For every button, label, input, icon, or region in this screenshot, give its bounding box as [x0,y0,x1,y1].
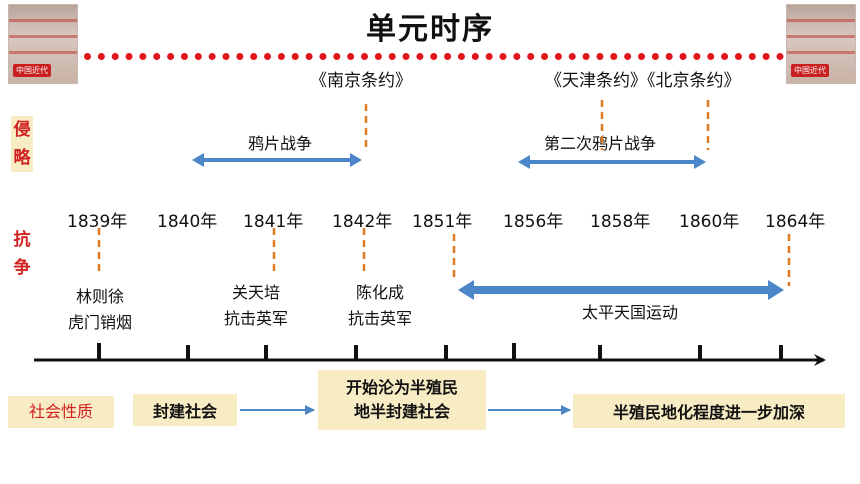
arrow-head [458,280,474,300]
thumbnail-left: 中国近代 [8,4,78,84]
stage-line: 开始沦为半殖民 [345,378,458,397]
war-opium: 鸦片战争 [248,134,313,153]
timeline-ticks [97,343,783,360]
arrow-head [768,280,784,300]
arrow-head [350,153,362,167]
event-line: 林则徐 [75,287,124,306]
label-invasion-char: 侵 [13,120,31,140]
event-taiping: 太平天国运动 [581,303,678,322]
year-label: 1840年 [157,212,218,232]
event-line: 虎门销烟 [67,313,132,332]
label-invasion: 侵 略 [11,116,33,172]
year-label: 1856年 [503,212,564,232]
event-line: 抗击英军 [223,309,288,328]
label-social-nature: 社会性质 [8,396,114,428]
event-line: 陈化成 [355,283,404,302]
arrow-head [694,155,706,169]
label-resistance-char: 抗 [13,230,31,250]
label-resistance-char: 争 [13,258,31,278]
treaty-tianjin-beijing: 《天津条约》《北京条约》 [545,71,741,91]
label-resistance: 抗 争 [11,226,33,282]
war-second-opium: 第二次鸦片战争 [544,134,657,153]
dotted-divider [84,53,784,60]
event-line: 关天培 [231,283,280,302]
logo-badge: 中国近代 [791,64,829,77]
year-label: 1860年 [679,212,740,232]
event-guan-tianpei: 关天培 抗击英军 [212,280,300,332]
year-label: 1864年 [765,212,826,232]
stage-line: 地半封建社会 [353,402,450,421]
arrow-head [518,155,530,169]
arrow-head [192,153,204,167]
treaty-nanjing: 《南京条约》 [310,71,412,91]
year-label: 1839年 [67,212,128,232]
logo-badge: 中国近代 [13,64,51,77]
event-lin-zexu: 林则徐 虎门销烟 [58,284,142,336]
stage-feudal: 封建社会 [133,394,237,426]
year-label: 1842年 [332,212,393,232]
year-label: 1851年 [412,212,473,232]
stage-semi-colonial-begin: 开始沦为半殖民 地半封建社会 [318,370,486,430]
event-chen-huacheng: 陈化成 抗击英军 [336,280,424,332]
page-title: 单元时序 [366,12,494,47]
event-line: 抗击英军 [347,309,412,328]
year-label: 1841年 [243,212,304,232]
thumbnail-right: 中国近代 [786,4,856,84]
label-invasion-char: 略 [13,148,31,168]
stage-semi-colonial-deepen: 半殖民地化程度进一步加深 [573,394,845,428]
year-label: 1858年 [590,212,651,232]
